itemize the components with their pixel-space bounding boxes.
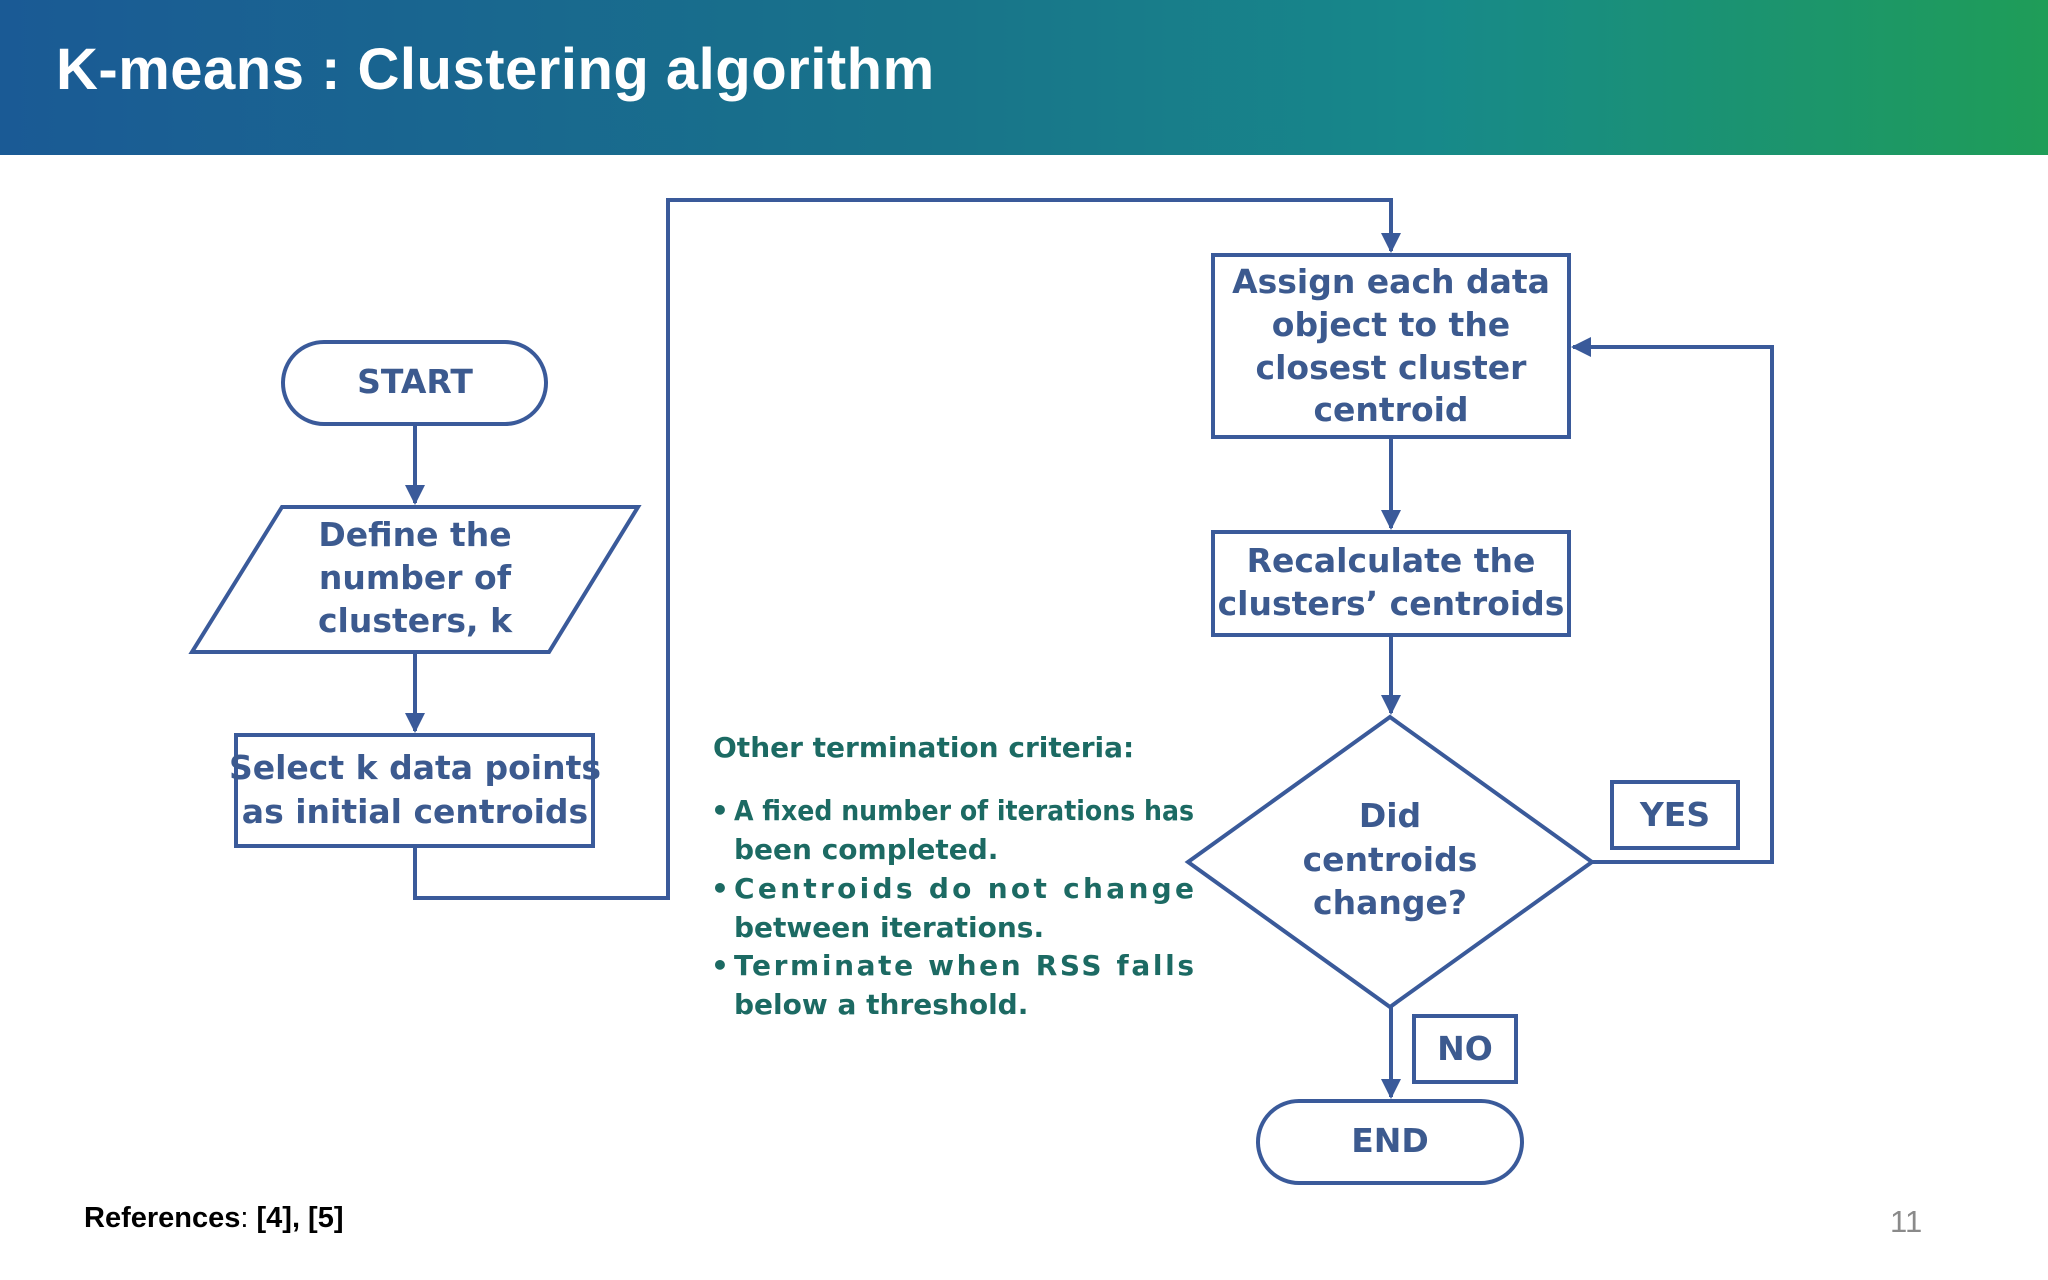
assign-label-line1: Assign each data bbox=[1232, 262, 1550, 301]
yes-label: YES bbox=[1639, 795, 1710, 834]
note-item-2-line1: Centroids do not change bbox=[734, 872, 1194, 905]
start-label: START bbox=[357, 362, 473, 401]
define-label-line3: clusters, k bbox=[318, 601, 513, 640]
note-bullet-1: • bbox=[711, 794, 729, 827]
title-bar: K-means : Clustering algorithm bbox=[0, 0, 2048, 155]
references: References: [4], [5] bbox=[84, 1202, 344, 1235]
note-bullet-3: • bbox=[711, 949, 729, 982]
note-item-1-line2: been completed. bbox=[734, 833, 998, 866]
no-label: NO bbox=[1437, 1029, 1493, 1068]
connector-yes-loop bbox=[1571, 337, 1774, 864]
yes-box bbox=[1610, 780, 1740, 850]
decision-label-line2: centroids bbox=[1303, 840, 1478, 879]
slide-title: K-means : Clustering algorithm bbox=[56, 37, 935, 102]
references-label: References bbox=[84, 1202, 241, 1234]
end-label: END bbox=[1351, 1121, 1429, 1160]
references-values: [4], [5] bbox=[256, 1202, 344, 1234]
page-number: 11 bbox=[1890, 1204, 1923, 1239]
termination-criteria-heading: Other termination criteria: bbox=[713, 731, 1134, 764]
note-item-3-line1: Terminate when RSS falls bbox=[734, 949, 1194, 982]
end-terminal bbox=[1256, 1099, 1524, 1185]
assign-label-line2: object to the bbox=[1272, 305, 1510, 344]
decision-label-line1: Did bbox=[1359, 796, 1421, 835]
assign-label-line4: centroid bbox=[1313, 390, 1468, 429]
references-separator: : bbox=[240, 1202, 257, 1234]
note-item-1-line1: A fixed number of iterations has bbox=[734, 794, 1194, 827]
connector-select-to-assign bbox=[413, 198, 1401, 900]
note-item-3-line2: below a threshold. bbox=[734, 988, 1028, 1021]
recalc-label-line2: clusters’ centroids bbox=[1218, 584, 1565, 623]
select-label-line2: as initial centroids bbox=[242, 792, 588, 831]
define-label-line1: Define the bbox=[318, 515, 511, 554]
decision-label-line3: change? bbox=[1313, 883, 1467, 922]
assign-label-line3: closest cluster bbox=[1256, 348, 1528, 387]
note-bullet-2: • bbox=[711, 872, 729, 905]
define-k-parallelogram bbox=[188, 505, 642, 654]
note-item-2-line2: between iterations. bbox=[734, 911, 1044, 944]
no-box bbox=[1412, 1014, 1518, 1084]
recalc-label-line1: Recalculate the bbox=[1247, 541, 1536, 580]
define-label-line2: number of bbox=[319, 558, 512, 597]
select-label-line1: Select k data points bbox=[229, 748, 601, 787]
